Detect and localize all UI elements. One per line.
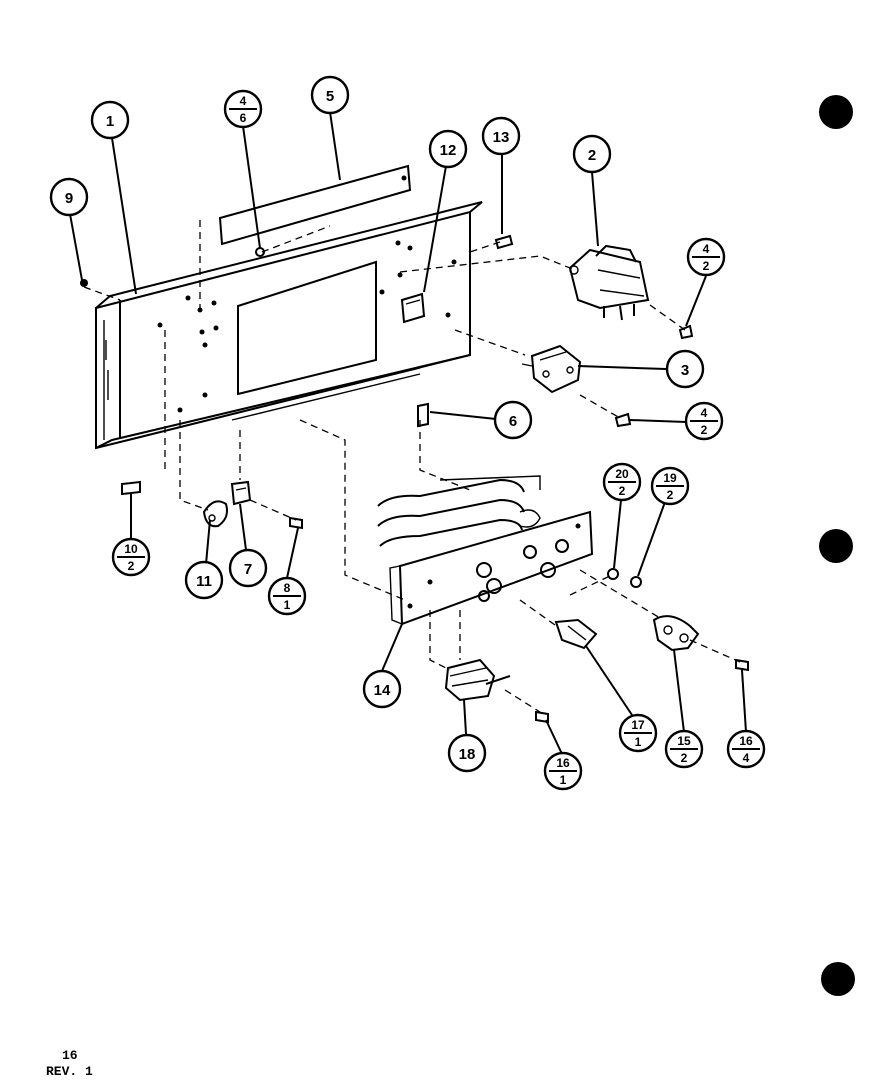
svg-text:1: 1 <box>106 113 114 130</box>
binder-hole-top <box>819 95 853 129</box>
svg-text:4: 4 <box>701 406 708 420</box>
svg-text:17: 17 <box>631 718 645 732</box>
svg-text:2: 2 <box>681 751 688 765</box>
callout-16-4: 16 4 <box>726 729 766 769</box>
svg-text:12: 12 <box>440 142 457 159</box>
svg-text:5: 5 <box>326 88 334 105</box>
callout-16-1: 16 1 <box>543 751 583 791</box>
callout-4-6: 4 6 <box>223 89 263 129</box>
revision-label: REV. 1 <box>46 1064 93 1079</box>
callout-2: 2 <box>572 134 612 174</box>
svg-text:2: 2 <box>701 423 708 437</box>
svg-text:15: 15 <box>677 734 691 748</box>
callout-5: 5 <box>310 75 350 115</box>
svg-text:2: 2 <box>667 488 674 502</box>
callout-4-2-relay: 4 2 <box>684 401 724 441</box>
svg-text:2: 2 <box>619 484 626 498</box>
binder-hole-bottom <box>821 962 855 996</box>
callout-3: 3 <box>665 349 705 389</box>
indicator-lamp-part <box>400 292 426 324</box>
callout-13: 13 <box>481 116 521 156</box>
svg-text:10: 10 <box>124 542 138 556</box>
transformer-part <box>568 244 650 321</box>
callout-20-2: 20 2 <box>602 462 642 502</box>
svg-text:9: 9 <box>65 190 73 207</box>
callout-1: 1 <box>90 100 130 140</box>
svg-text:3: 3 <box>681 362 689 379</box>
trim-strip-part <box>218 164 412 246</box>
svg-text:6: 6 <box>509 413 517 430</box>
svg-text:2: 2 <box>703 259 710 273</box>
control-panel-part <box>95 201 483 450</box>
leader-lines <box>69 111 747 755</box>
assembly-lines <box>83 220 741 713</box>
thermostat-part <box>444 658 511 702</box>
callout-14: 14 <box>362 669 402 709</box>
callout-18: 18 <box>447 733 487 773</box>
svg-text:20: 20 <box>615 467 629 481</box>
callout-8-1: 8 1 <box>267 576 307 616</box>
svg-text:4: 4 <box>240 94 247 108</box>
page-number: 16 <box>62 1048 78 1063</box>
svg-text:18: 18 <box>459 746 476 763</box>
callout-12: 12 <box>428 129 468 169</box>
switch-part <box>554 618 598 650</box>
svg-text:1: 1 <box>635 735 642 749</box>
relay-part <box>521 344 582 394</box>
terminal-block-part <box>652 615 700 652</box>
callout-17-1: 17 1 <box>618 713 658 753</box>
svg-text:16: 16 <box>739 734 753 748</box>
callout-11: 11 <box>184 560 224 600</box>
svg-text:19: 19 <box>663 471 677 485</box>
clip-part <box>417 402 429 428</box>
callout-19-2: 19 2 <box>650 466 690 506</box>
bracket-parts <box>202 480 252 528</box>
callout-4-2-transformer: 4 2 <box>686 237 726 277</box>
fasteners <box>80 234 749 724</box>
binder-hole-middle <box>819 529 853 563</box>
svg-text:4: 4 <box>703 242 710 256</box>
svg-text:14: 14 <box>374 682 391 699</box>
callout-6: 6 <box>493 400 533 440</box>
svg-text:2: 2 <box>128 559 135 573</box>
svg-text:1: 1 <box>284 598 291 612</box>
svg-text:4: 4 <box>743 751 750 765</box>
callout-9: 9 <box>49 177 89 217</box>
callout-7: 7 <box>228 548 268 588</box>
switch-panel-part <box>377 475 594 626</box>
svg-text:8: 8 <box>284 581 291 595</box>
svg-text:6: 6 <box>240 111 247 125</box>
svg-text:11: 11 <box>196 573 212 590</box>
svg-text:16: 16 <box>556 756 570 770</box>
svg-text:13: 13 <box>493 129 510 146</box>
svg-text:2: 2 <box>588 147 596 164</box>
callout-15-2: 15 2 <box>664 729 704 769</box>
svg-text:1: 1 <box>560 773 567 787</box>
callout-10-2: 10 2 <box>111 537 151 577</box>
svg-text:7: 7 <box>244 561 252 578</box>
